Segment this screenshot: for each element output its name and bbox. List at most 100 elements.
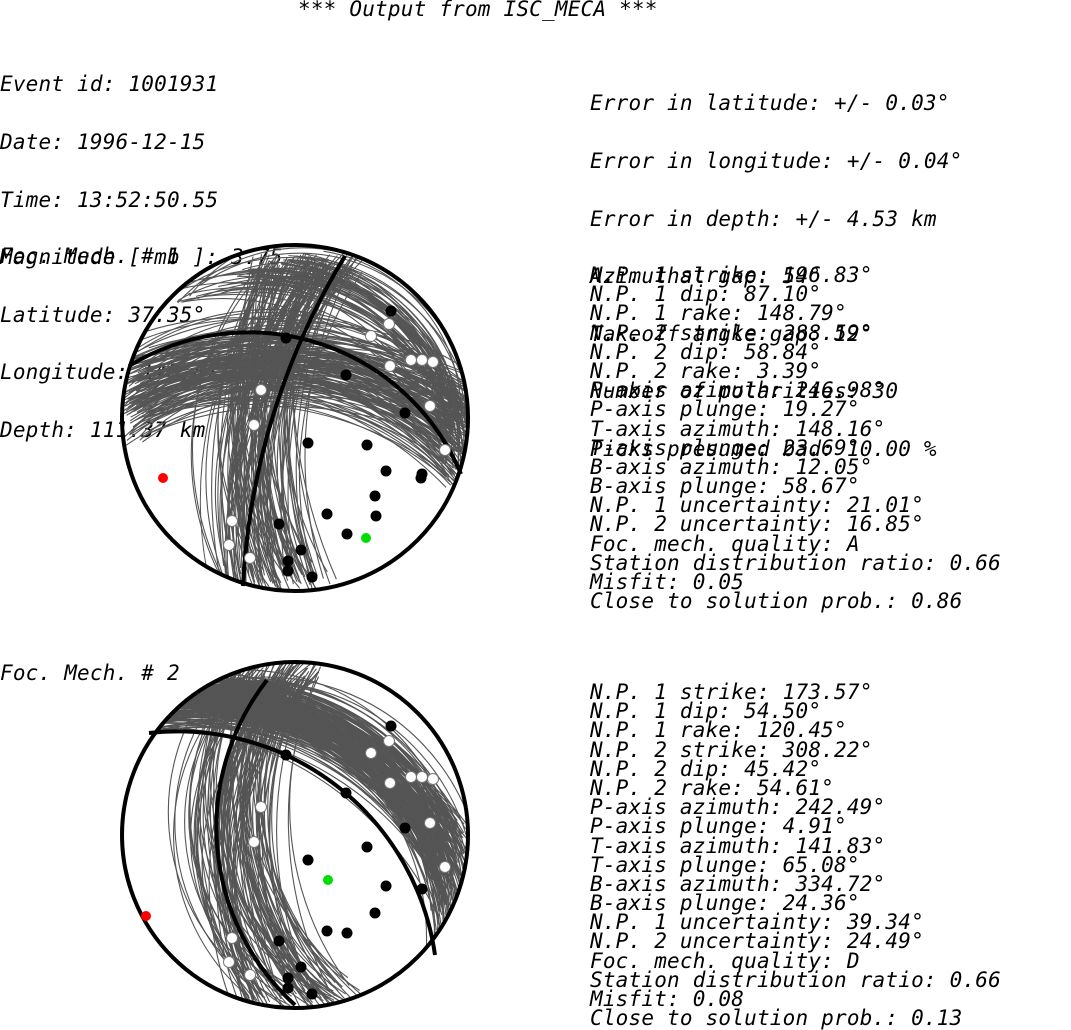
mechanism-2-param: N.P. 2 uncertainty: 24.49° bbox=[590, 929, 924, 954]
compression-polarity bbox=[306, 988, 318, 1000]
mechanism-2-param: N.P. 1 rake: 120.45° bbox=[590, 718, 847, 743]
fan-line bbox=[235, 271, 304, 591]
fan-line bbox=[237, 267, 272, 583]
event-magnitude: Magnitude [ mb ]: 3.75 bbox=[0, 245, 283, 270]
error-info-block: Error in latitude: +/- 0.03° Error in lo… bbox=[590, 56, 962, 478]
error-depth: Error in depth: +/- 4.53 km bbox=[590, 206, 937, 231]
fan-line bbox=[257, 268, 322, 574]
fan-line bbox=[278, 267, 311, 586]
fan-line bbox=[177, 275, 445, 460]
fan-line bbox=[197, 281, 466, 423]
compression-polarity bbox=[273, 518, 285, 530]
mechanism-2-param: N.P. 2 dip: 45.42° bbox=[590, 756, 822, 781]
fan-line bbox=[198, 665, 332, 998]
mechanism-1-beachball bbox=[120, 243, 470, 593]
fan-line bbox=[258, 263, 328, 586]
compression-polarity bbox=[302, 854, 314, 866]
compression-polarity bbox=[282, 555, 294, 567]
mechanism-1-param: Foc. mech. quality: A bbox=[590, 531, 860, 556]
p-axis-marker bbox=[141, 911, 151, 921]
fan-line bbox=[227, 261, 289, 575]
dilatation-polarity bbox=[244, 552, 256, 564]
event-date: Date: 1996-12-15 bbox=[0, 130, 206, 154]
dilatation-polarity bbox=[255, 384, 267, 396]
nodal-plane-1 bbox=[148, 729, 437, 956]
compression-polarity bbox=[282, 972, 294, 984]
fan-line bbox=[286, 260, 313, 575]
azimuthal-gap: Azimuthal gap: 54° bbox=[590, 264, 822, 289]
event-time: Time: 13:52:50.55 bbox=[0, 187, 219, 212]
dilatation-polarity bbox=[255, 801, 267, 813]
fan-line bbox=[180, 281, 450, 417]
dilatation-polarity bbox=[439, 861, 451, 873]
compression-polarity bbox=[302, 437, 314, 449]
event-id: Event id: 1001931 bbox=[0, 72, 219, 97]
focal-sphere bbox=[120, 660, 470, 1010]
mechanism-2-param: N.P. 2 rake: 54.61° bbox=[590, 775, 835, 800]
dilatation-polarity bbox=[424, 400, 436, 412]
dilatation-polarity bbox=[248, 836, 260, 848]
fan-line bbox=[191, 260, 265, 585]
fan-line bbox=[307, 259, 464, 432]
mechanism-2-param: N.P. 1 uncertainty: 39.34° bbox=[590, 910, 924, 935]
mechanism-1-param: B-axis azimuth: 12.05° bbox=[590, 454, 873, 479]
error-latitude: Error in latitude: +/- 0.03° bbox=[590, 91, 950, 116]
fan-line bbox=[189, 672, 276, 988]
fan-line bbox=[199, 267, 278, 591]
fan-line bbox=[225, 679, 441, 928]
fan-line bbox=[125, 395, 451, 449]
compression-polarity bbox=[340, 369, 352, 381]
takeoff-angle-gap: Takeoff angle gap: 12° bbox=[590, 321, 873, 346]
fan-line bbox=[243, 258, 345, 569]
mechanism-1-param: Close to solution prob.: 0.86 bbox=[590, 589, 963, 614]
nodal-plane-2 bbox=[214, 678, 297, 1007]
mechanism-2-param: Close to solution prob.: 0.13 bbox=[590, 1006, 963, 1030]
compression-polarity bbox=[385, 720, 397, 732]
compression-polarity bbox=[361, 841, 373, 853]
compression-polarity bbox=[380, 880, 392, 892]
compression-polarity bbox=[321, 925, 333, 937]
mechanism-1-param: T-axis azimuth: 148.16° bbox=[590, 416, 886, 441]
mechanism-2-beachball bbox=[120, 660, 470, 1010]
mechanism-1-label: Foc. Mech. # 1 bbox=[0, 244, 180, 268]
fan-line bbox=[218, 685, 453, 887]
picks-presumed-bad: Picks presumed bad: 10.00 % bbox=[590, 436, 937, 461]
compression-polarity bbox=[369, 907, 381, 919]
dilatation-polarity bbox=[424, 817, 436, 829]
dilatation-polarity bbox=[248, 419, 260, 431]
compression-polarity bbox=[370, 510, 382, 522]
fan-line bbox=[145, 405, 468, 459]
mechanism-2-param: Foc. mech. quality: D bbox=[590, 948, 860, 973]
mechanism-2-label: Foc. Mech. # 2 bbox=[0, 661, 180, 685]
fan-line bbox=[145, 396, 449, 455]
fan-line bbox=[214, 263, 333, 584]
dilatation-polarity bbox=[416, 771, 428, 783]
fan-line bbox=[146, 397, 451, 483]
mechanism-1-param: N.P. 1 uncertainty: 21.01° bbox=[590, 493, 924, 518]
compression-polarity bbox=[385, 305, 397, 317]
dilatation-polarity bbox=[439, 444, 451, 456]
mechanism-1-param: N.P. 1 strike: 196.83° bbox=[590, 263, 873, 287]
mechanism-1-param: T-axis plunge: 23.69° bbox=[590, 435, 860, 460]
compression-polarity bbox=[340, 787, 352, 799]
compression-polarity bbox=[415, 472, 427, 484]
dilatation-polarity bbox=[244, 969, 256, 981]
fan-line bbox=[194, 704, 452, 904]
dilatation-polarity bbox=[405, 354, 417, 366]
dilatation-polarity bbox=[365, 747, 377, 759]
mechanism-1-param: P-axis azimuth: 246.98° bbox=[590, 378, 886, 403]
dilatation-polarity bbox=[384, 777, 396, 789]
nodal-plane-2 bbox=[241, 254, 347, 587]
fan-line bbox=[272, 268, 457, 402]
mechanism-1-param: N.P. 2 dip: 58.84° bbox=[590, 339, 822, 364]
fan-line bbox=[201, 697, 441, 852]
fan-line bbox=[230, 679, 365, 998]
fan-line bbox=[257, 681, 360, 991]
compression-polarity bbox=[399, 407, 411, 419]
fan-line bbox=[188, 662, 292, 997]
dilatation-polarity bbox=[405, 771, 417, 783]
fan-line bbox=[196, 666, 264, 993]
fan-line bbox=[323, 250, 462, 423]
fan-line bbox=[224, 288, 458, 410]
compression-polarity bbox=[282, 565, 294, 577]
